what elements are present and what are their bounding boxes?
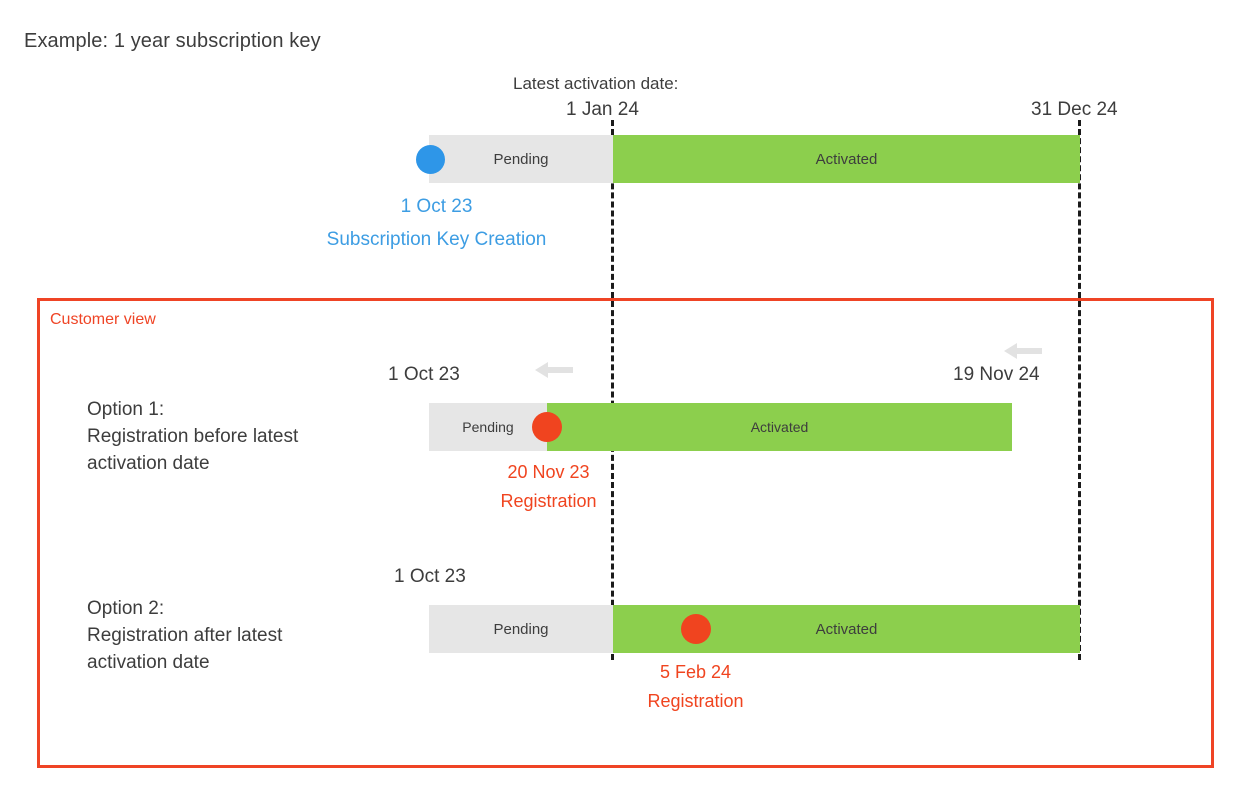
page-title: Example: 1 year subscription key (24, 30, 321, 52)
timeline-bar-option2: Pending Activated (429, 605, 1080, 653)
creation-annotation-text: Subscription Key Creation (326, 229, 547, 250)
option1-start-date: 1 Oct 23 (388, 364, 460, 385)
creation-annotation-date: 1 Oct 23 (400, 196, 473, 217)
registration-marker-icon (681, 614, 711, 644)
customer-view-label: Customer view (50, 311, 156, 328)
option2-registration-annotation: 5 Feb 24 Registration (618, 658, 773, 716)
timeline-bar-main: Pending Activated (429, 135, 1080, 183)
option1-description: Option 1: Registration before latest act… (87, 399, 299, 474)
guideline-latest-activation-date (611, 120, 614, 660)
creation-annotation: 1 Oct 23 Subscription Key Creation (320, 190, 553, 256)
axis-label-end: 31 Dec 24 (1031, 99, 1118, 120)
segment-pending: Pending (429, 403, 547, 451)
option1-registration-date: 20 Nov 23 (507, 462, 590, 482)
segment-activated: Activated (547, 403, 1012, 451)
axis-label-start: 1 Jan 24 (566, 99, 639, 120)
option2-registration-date: 5 Feb 24 (659, 662, 732, 682)
guideline-expiry-date (1078, 120, 1081, 660)
registration-marker-icon (532, 412, 562, 442)
segment-pending: Pending (429, 135, 613, 183)
option1-registration-annotation: 20 Nov 23 Registration (470, 458, 627, 516)
segment-activated: Activated (613, 135, 1080, 183)
arrow-left-icon (535, 360, 573, 380)
option2-registration-text: Registration (647, 691, 744, 711)
timeline-bar-option1: Pending Activated (429, 403, 1012, 451)
option1-registration-text: Registration (500, 491, 597, 511)
segment-pending: Pending (429, 605, 613, 653)
option2-description: Option 2: Registration after latest acti… (87, 598, 283, 673)
customer-view-frame (37, 298, 1214, 768)
latest-activation-caption: Latest activation date: (513, 74, 679, 93)
option1-end-date: 19 Nov 24 (953, 364, 1040, 385)
subscription-key-creation-marker-icon (416, 145, 445, 174)
option2-start-date: 1 Oct 23 (394, 566, 466, 587)
arrow-left-icon (1004, 341, 1042, 361)
